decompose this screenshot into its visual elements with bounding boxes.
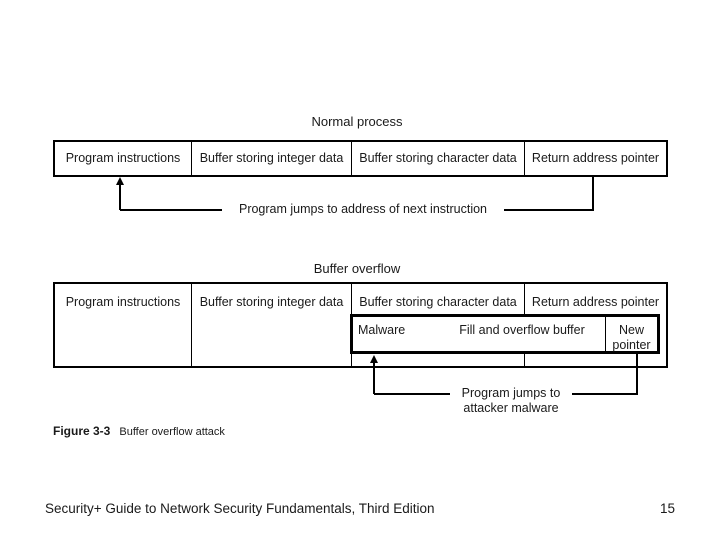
figure-caption-number: Figure 3-3 (53, 424, 111, 438)
memory-cell-integer-buffer: Buffer storing integer data (192, 142, 352, 175)
arrowhead-up-icon-overflow (370, 355, 378, 363)
connector-overflow-right-stem (636, 354, 638, 395)
connector-label-overflow-line2: attacker malware (463, 401, 559, 415)
slide-footer: Security+ Guide to Network Security Fund… (0, 500, 720, 520)
connector-label-normal: Program jumps to address of next instruc… (222, 202, 504, 217)
memory-cell-integer-buffer-overflow: Buffer storing integer data (192, 284, 352, 366)
diagram-title-normal-process: Normal process (311, 114, 403, 129)
memory-cell-character-buffer: Buffer storing character data (352, 142, 525, 175)
memory-cell-program-instructions-overflow: Program instructions (55, 284, 192, 366)
overlay-label-malware: Malware (358, 323, 406, 337)
memory-cell-return-address-pointer-overflow: Return address pointer (531, 295, 660, 309)
figure-caption-text: Buffer overflow attack (119, 426, 225, 438)
memory-cell-program-instructions: Program instructions (55, 142, 192, 175)
arrowhead-up-icon-normal (116, 177, 124, 185)
overlay-label-new-pointer: New pointer (605, 317, 657, 352)
footer-title: Security+ Guide to Network Security Fund… (45, 501, 435, 516)
connector-normal-left-stem (119, 184, 121, 210)
diagram-title-buffer-overflow: Buffer overflow (313, 261, 401, 276)
malware-overlay-box: Malware Fill and overflow buffer New poi… (350, 314, 660, 354)
connector-overflow-left-stem (373, 362, 375, 394)
memory-row-normal: Program instructions Buffer storing inte… (53, 140, 668, 177)
figure-caption: Figure 3-3 Buffer overflow attack (53, 424, 225, 439)
memory-cell-return-address-pointer: Return address pointer (531, 151, 660, 165)
overlay-label-fill-buffer: Fill and overflow buffer (459, 323, 585, 337)
footer-page-number: 15 (659, 501, 675, 516)
connector-normal-right-stem (592, 177, 594, 211)
connector-label-overflow-line1: Program jumps to (450, 386, 572, 401)
